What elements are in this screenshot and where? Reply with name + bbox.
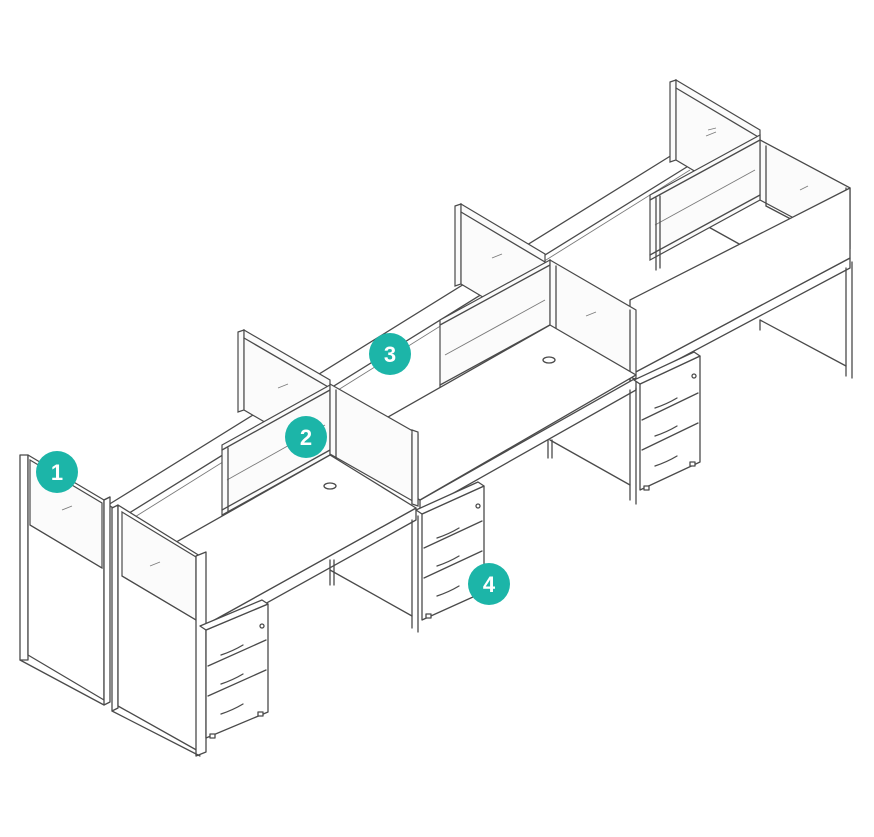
callout-badge-3: 3 bbox=[369, 333, 411, 375]
callout-label-2: 2 bbox=[300, 425, 312, 450]
callout-label-1: 1 bbox=[51, 460, 63, 485]
callout-badge-1: 1 bbox=[36, 451, 78, 493]
callout-label-3: 3 bbox=[384, 342, 396, 367]
callout-label-4: 4 bbox=[483, 572, 496, 597]
divider-screen-right bbox=[649, 133, 761, 271]
callout-badge-2: 2 bbox=[285, 416, 327, 458]
side-screen-middle bbox=[329, 382, 419, 507]
pedestal-front bbox=[199, 599, 269, 739]
end-panel-left bbox=[19, 454, 111, 706]
pedestal-right bbox=[633, 351, 701, 491]
callout-badge-4: 4 bbox=[468, 563, 510, 605]
end-panel-front bbox=[111, 504, 207, 757]
